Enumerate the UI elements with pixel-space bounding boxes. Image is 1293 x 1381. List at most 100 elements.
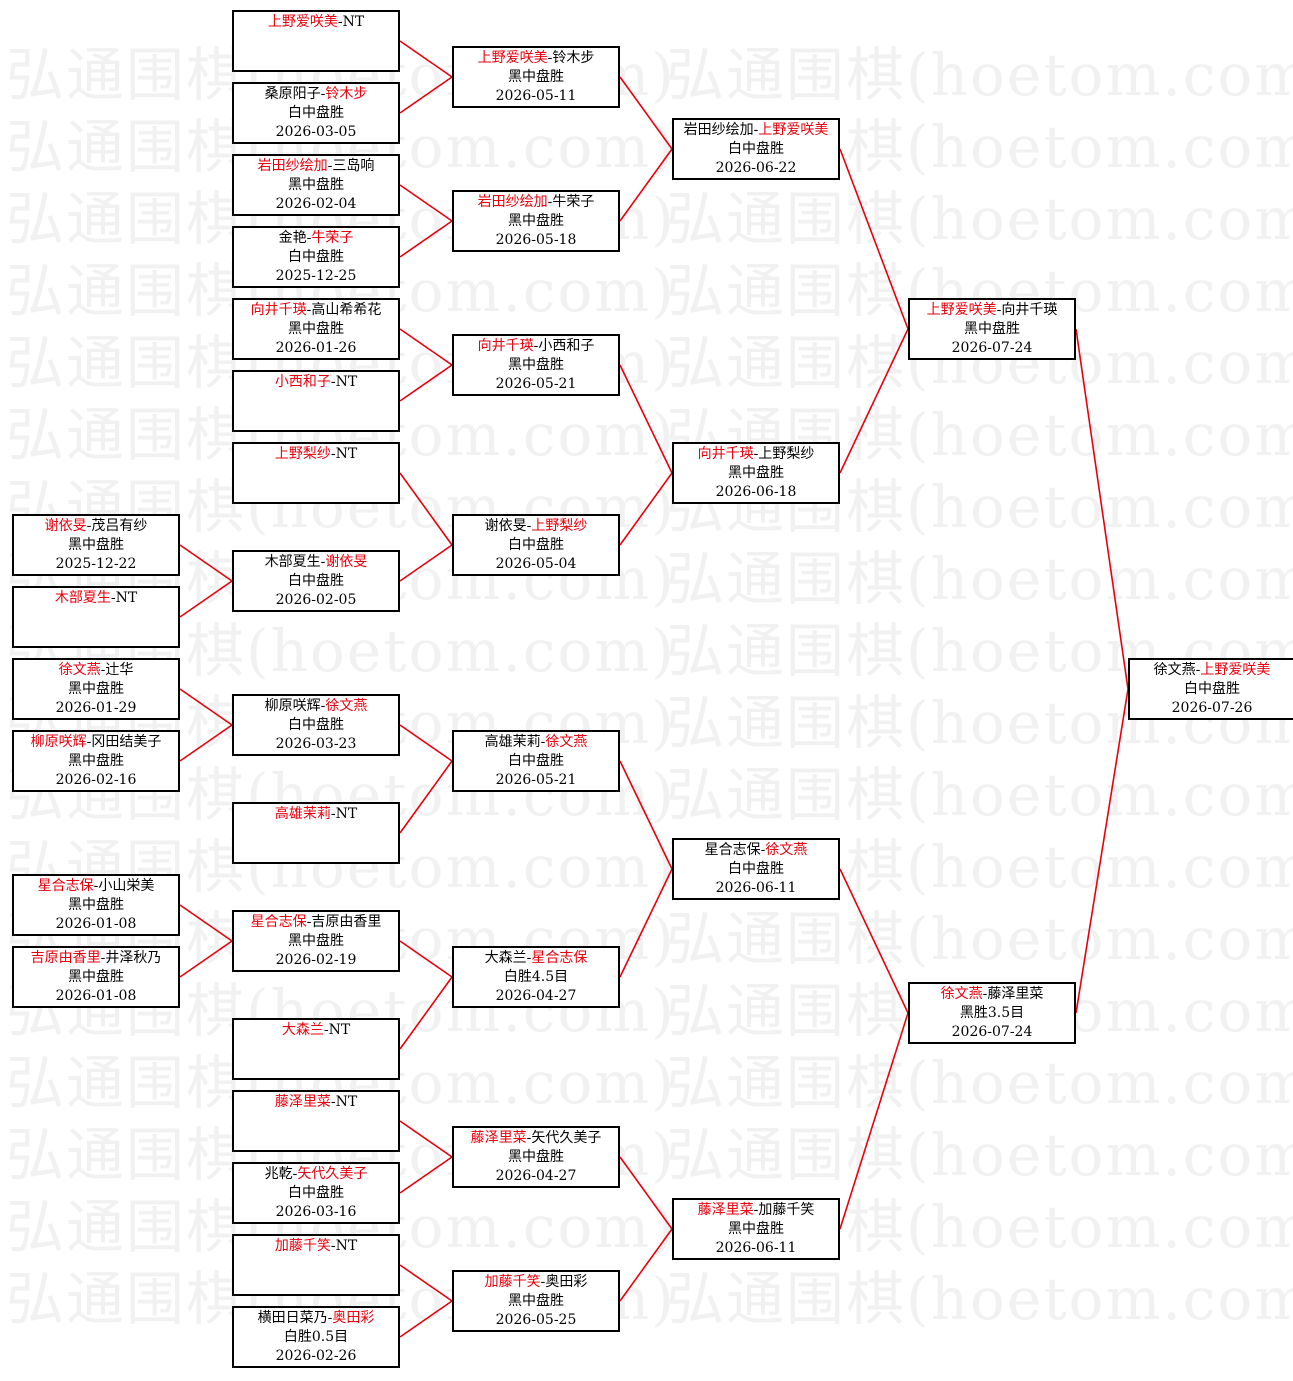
match-players: 加藤千笑-NT xyxy=(274,1238,358,1254)
match-date: 2026-02-05 xyxy=(275,592,357,608)
match-players: 吉原由香里-井泽秋乃 xyxy=(30,950,162,966)
match-date: 2026-03-05 xyxy=(275,124,357,140)
player-white: 上野梨纱 xyxy=(531,518,588,534)
player-black: 木部夏生 xyxy=(54,590,111,606)
player-white: 奥田彩 xyxy=(545,1274,588,1290)
player-black: 徐文燕 xyxy=(1153,662,1196,678)
match-date: 2025-12-25 xyxy=(275,268,357,284)
match-date: 2026-05-11 xyxy=(495,88,577,104)
match-result: 黑中盘胜 xyxy=(68,897,124,913)
player-black: 星合志保 xyxy=(250,914,307,930)
match-date: 2026-05-04 xyxy=(495,556,577,572)
match-result: 黑胜3.5目 xyxy=(959,1005,1025,1021)
player-black: 加藤千笑 xyxy=(484,1274,541,1290)
connector-a13-b7 xyxy=(399,1120,453,1158)
match-date: 2026-03-23 xyxy=(275,736,357,752)
match-players: 小西和子-NT xyxy=(274,374,358,390)
match-date: 2026-06-18 xyxy=(715,484,797,500)
player-black: 星合志保 xyxy=(704,842,761,858)
player-black: 岩田纱绘加 xyxy=(683,122,754,138)
match-result xyxy=(14,608,178,627)
match-players: 木部夏生-NT xyxy=(54,590,138,606)
match-result: 白中盘胜 xyxy=(288,1185,344,1201)
match-result: 黑中盘胜 xyxy=(964,321,1020,337)
player-black: 藤泽里菜 xyxy=(470,1130,527,1146)
match-date: 2026-04-27 xyxy=(495,988,577,1004)
match-players: 上野爱咲美-NT xyxy=(267,14,365,30)
match-box-a10: 高雄茉莉-NT xyxy=(232,802,400,864)
connector-b8-c4 xyxy=(619,1228,673,1302)
match-players: 岩田纱绘加-上野爱咲美 xyxy=(683,122,829,138)
connector-b2-c1 xyxy=(619,148,673,222)
player-white: 藤泽里菜 xyxy=(987,986,1044,1002)
watermark-text: 弘通围棋(hoetom.com) xyxy=(666,1049,1293,1117)
player-white: 吉原由香里 xyxy=(311,914,382,930)
match-date: 2026-05-25 xyxy=(495,1312,577,1328)
watermark-text: 弘通围棋(hoetom.com) xyxy=(666,761,1293,829)
watermark-text: 弘通围棋(hoetom.com) xyxy=(666,1121,1293,1189)
player-white: 高山希希花 xyxy=(311,302,382,318)
match-date: 2026-02-19 xyxy=(275,952,357,968)
match-box-a15: 加藤千笑-NT xyxy=(232,1234,400,1296)
match-date: 2026-06-22 xyxy=(715,160,797,176)
match-box-a7: 上野梨纱-NT xyxy=(232,442,400,504)
player-white: 牛荣子 xyxy=(552,194,595,210)
match-players: 横田日菜乃-奥田彩 xyxy=(257,1310,375,1326)
connector-p1-a8 xyxy=(179,544,233,582)
connector-a9-b5 xyxy=(399,724,453,762)
match-players: 徐文燕-藤泽里菜 xyxy=(940,986,1044,1002)
connector-a2-b1 xyxy=(399,76,453,114)
player-black: 星合志保 xyxy=(37,878,94,894)
connector-c1-d1 xyxy=(839,148,909,330)
match-result: 黑中盘胜 xyxy=(508,1149,564,1165)
match-players: 徐文燕-上野爱咲美 xyxy=(1153,662,1271,678)
player-black: 大森兰 xyxy=(281,1022,324,1038)
player-white: NT xyxy=(115,590,138,606)
player-white: 茂吕有纱 xyxy=(91,518,148,534)
match-result: 白胜0.5目 xyxy=(283,1329,349,1345)
player-white: NT xyxy=(335,374,358,390)
match-box-p2: 木部夏生-NT xyxy=(12,586,180,648)
match-result: 黑中盘胜 xyxy=(508,69,564,85)
connector-b1-c1 xyxy=(619,76,673,150)
player-black: 柳原咲辉 xyxy=(264,698,321,714)
match-players: 上野爱咲美-向井千瑛 xyxy=(926,302,1058,318)
player-black: 加藤千笑 xyxy=(274,1238,331,1254)
match-result: 黑中盘胜 xyxy=(68,537,124,553)
connector-d2-f1 xyxy=(1075,688,1129,1014)
player-white: 奥田彩 xyxy=(332,1310,375,1326)
player-black: 上野爱咲美 xyxy=(267,14,338,30)
connector-c2-d1 xyxy=(839,328,909,474)
match-box-a13: 藤泽里菜-NT xyxy=(232,1090,400,1152)
watermark-row: 弘通围棋(hoetom.com)弘通围棋(hoetom.com) xyxy=(0,388,1293,469)
match-players: 金艳-牛荣子 xyxy=(278,230,354,246)
watermark-text: 弘通围棋(hoetom.com) xyxy=(666,905,1293,973)
match-date: 2026-01-08 xyxy=(55,988,137,1004)
match-players: 岩田纱绘加-三岛响 xyxy=(257,158,375,174)
match-result: 白中盘胜 xyxy=(728,861,784,877)
player-white: 上野爱咲美 xyxy=(1200,662,1271,678)
player-black: 小西和子 xyxy=(274,374,331,390)
player-black: 金艳 xyxy=(278,230,307,246)
connector-a11-b6 xyxy=(399,940,453,978)
match-date: 2026-04-27 xyxy=(495,1168,577,1184)
match-result: 白中盘胜 xyxy=(508,537,564,553)
match-result: 白中盘胜 xyxy=(508,753,564,769)
connector-b5-c3 xyxy=(619,760,673,870)
match-players: 谢依旻-茂吕有纱 xyxy=(44,518,148,534)
